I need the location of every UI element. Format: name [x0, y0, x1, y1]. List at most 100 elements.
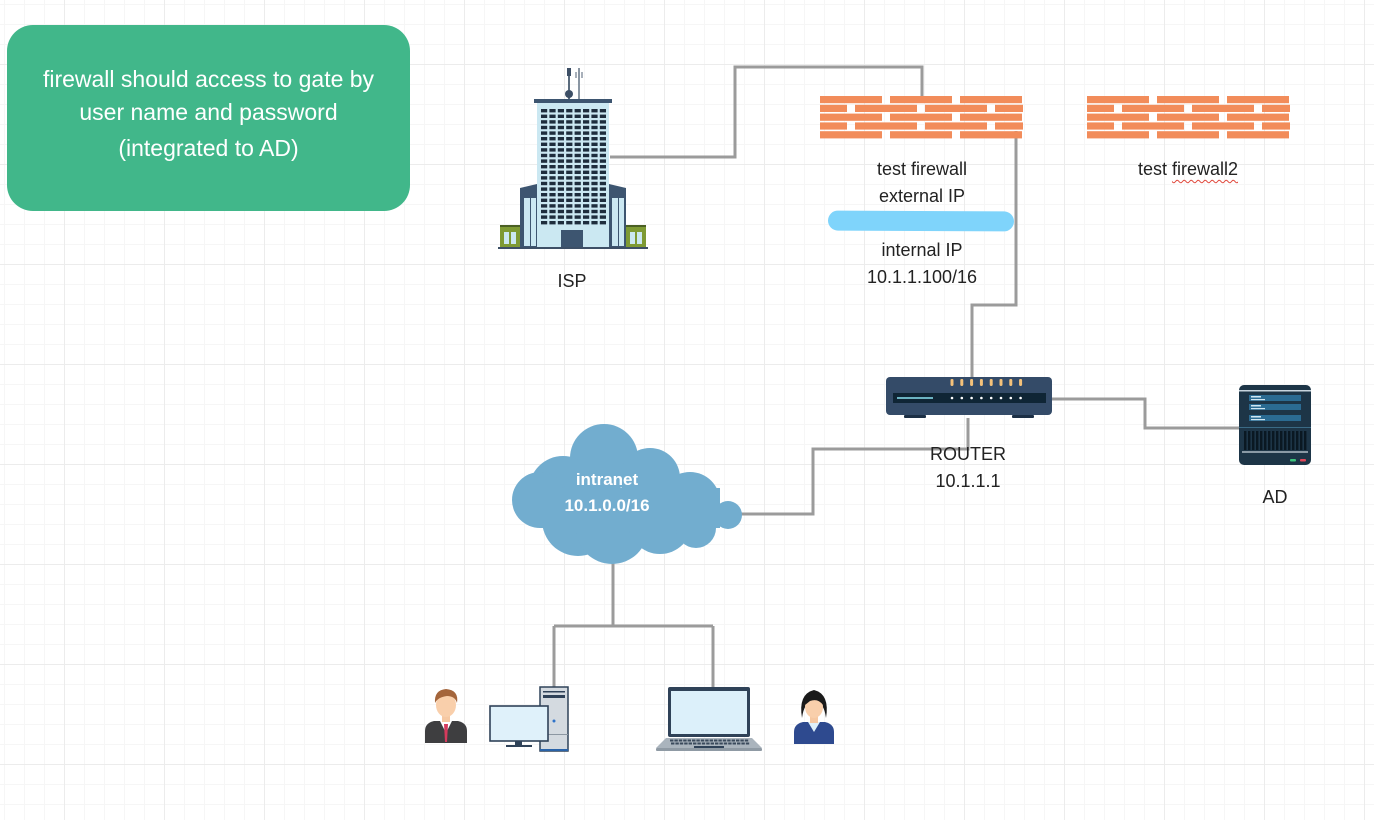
building-window	[549, 170, 556, 174]
laptop-key	[715, 742, 719, 745]
laptop-key	[740, 739, 744, 742]
building-window	[599, 153, 606, 158]
brick	[1122, 122, 1184, 130]
building-window	[591, 159, 598, 163]
building-window	[566, 159, 573, 163]
building-window	[557, 131, 564, 135]
building-window	[566, 187, 573, 191]
building-window	[591, 176, 598, 180]
laptop-key	[697, 742, 701, 745]
brick-firewall-icon[interactable]	[820, 96, 1023, 140]
building-window	[591, 114, 598, 118]
building-window	[599, 176, 606, 180]
laptop-icon[interactable]	[654, 686, 764, 752]
building-window	[557, 221, 564, 225]
cloud-icon[interactable]	[500, 418, 746, 566]
building-window	[599, 159, 606, 163]
building-window	[583, 159, 590, 163]
building-window	[599, 209, 606, 214]
laptop-key	[693, 742, 697, 745]
brick	[890, 113, 952, 121]
building-window	[566, 221, 573, 225]
building-window	[541, 170, 548, 174]
brick	[995, 122, 1023, 130]
brick	[1087, 104, 1114, 112]
brick-firewall-icon[interactable]	[1087, 96, 1290, 140]
male-user-icon[interactable]	[423, 686, 469, 744]
building-window	[549, 153, 556, 158]
building-window	[541, 109, 548, 113]
laptop-key	[728, 742, 732, 745]
building-window	[591, 148, 598, 152]
building-window	[599, 181, 606, 186]
building-window	[574, 204, 581, 208]
brick	[1087, 122, 1114, 130]
building-window	[541, 193, 548, 197]
building-window	[574, 198, 581, 202]
desktop-computer-icon[interactable]	[488, 686, 572, 752]
building-window	[557, 137, 564, 141]
building-window	[541, 181, 548, 186]
server-vent	[1292, 431, 1295, 450]
brick	[1227, 113, 1289, 121]
building-window	[583, 181, 590, 186]
laptop-key	[700, 739, 705, 742]
building-window	[557, 120, 564, 124]
laptop-key	[744, 739, 749, 742]
building-window	[591, 204, 598, 208]
building-window	[599, 109, 606, 113]
building-window	[557, 187, 564, 191]
router-led	[989, 379, 993, 386]
building-window	[566, 209, 573, 214]
brick	[1087, 96, 1149, 104]
router-icon[interactable]	[884, 374, 1054, 420]
server-vent	[1268, 431, 1271, 450]
laptop-key	[701, 742, 706, 745]
building-window	[557, 181, 564, 186]
building-window	[583, 209, 590, 214]
building-window	[574, 114, 581, 118]
brick	[1192, 122, 1254, 130]
router-led	[979, 379, 983, 386]
building-window	[574, 137, 581, 141]
firewall1-labels: test firewall external IP internal IP 10…	[822, 156, 1022, 291]
building-window	[566, 120, 573, 124]
office-building-icon[interactable]	[496, 66, 650, 250]
building-window	[566, 142, 573, 146]
brick	[1157, 131, 1219, 139]
building-window	[574, 221, 581, 225]
brick	[1192, 104, 1254, 112]
intranet-subnet: 10.1.0.0/16	[564, 496, 650, 515]
firewall1-external-label: external IP	[878, 186, 966, 206]
requirement-note[interactable]: firewall should access to gate by user n…	[7, 25, 410, 211]
brick	[1227, 96, 1289, 104]
building-window	[583, 109, 590, 113]
building-window	[591, 131, 598, 135]
female-user-icon[interactable]	[792, 686, 836, 746]
building-window	[591, 209, 598, 214]
building-window	[583, 125, 590, 130]
building-window	[574, 109, 581, 113]
laptop-key	[727, 739, 731, 742]
building-window	[574, 142, 581, 146]
building-window	[591, 125, 598, 130]
building-window	[549, 109, 556, 113]
building-window	[599, 215, 606, 219]
building-window	[566, 176, 573, 180]
server-vent	[1244, 431, 1247, 450]
server-icon[interactable]	[1238, 384, 1312, 466]
router-port-dot	[989, 396, 993, 400]
building-window	[583, 204, 590, 208]
building-window	[541, 142, 548, 146]
building-window	[557, 125, 564, 130]
brick	[1157, 113, 1219, 121]
building-window	[591, 153, 598, 158]
building-window	[591, 109, 598, 113]
building-window	[557, 176, 564, 180]
building-window	[557, 165, 564, 169]
building-window	[599, 204, 606, 208]
building-window	[574, 176, 581, 180]
wire-isp-firewall	[610, 65, 924, 159]
server-vent	[1272, 431, 1275, 450]
